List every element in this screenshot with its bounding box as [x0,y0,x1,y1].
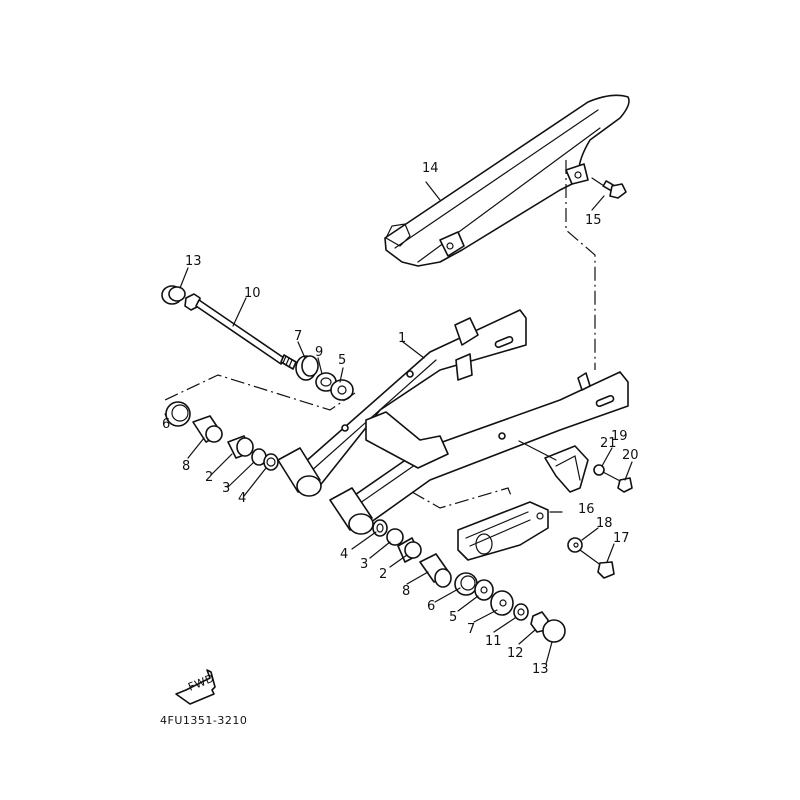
callout-18: 18 [596,516,613,531]
callout-5: 5 [338,353,346,368]
right-bearing-stack [372,519,566,643]
chain-support [457,501,549,561]
callout-10: 10 [244,286,261,301]
callout-19: 19 [611,429,628,444]
callout-7b: 7 [467,622,475,637]
bolt-15 [591,177,627,199]
shaft-side-spacers [295,355,354,401]
reference-line [164,374,356,411]
callout-2: 2 [205,470,213,485]
callout-6: 6 [162,417,170,432]
reference-line [411,487,513,509]
callout-15: 15 [585,213,602,228]
fwd-arrow-icon: FWD [175,669,216,705]
callout-5b: 5 [449,610,457,625]
callout-20: 20 [622,448,639,463]
callout-3: 3 [222,481,230,496]
callout-7: 7 [294,329,302,344]
drawing-code: 4FU1351-3210 [160,714,247,727]
callout-12: 12 [507,646,524,661]
callout-16: 16 [578,502,595,517]
left-bearing-stack [165,401,279,471]
chain-case [384,94,630,267]
callout-14: 14 [422,161,439,176]
cap-13-left [161,285,186,305]
callout-4b: 4 [340,547,348,562]
callout-3b: 3 [360,557,368,572]
callout-4: 4 [238,491,246,506]
callout-21: 21 [600,436,617,451]
reference-line [565,160,596,370]
callout-17: 17 [613,531,630,546]
leader-lines [164,181,633,665]
callout-9: 9 [315,345,323,360]
callout-13b: 13 [532,662,549,677]
callout-13: 13 [185,254,202,269]
fasteners-18-17 [567,537,615,579]
callout-8b: 8 [402,584,410,599]
callout-6b: 6 [427,599,435,614]
callout-11: 11 [485,634,502,649]
swingarm [277,309,629,535]
callout-8: 8 [182,459,190,474]
pivot-shaft [184,293,297,370]
callout-labels: 13 10 7 9 5 1 6 8 2 3 4 14 15 19 21 20 1… [162,161,639,677]
fasteners-19-21-20 [593,464,633,493]
callout-1: 1 [398,331,406,346]
callout-2b: 2 [379,567,387,582]
chain-guide [544,445,589,493]
